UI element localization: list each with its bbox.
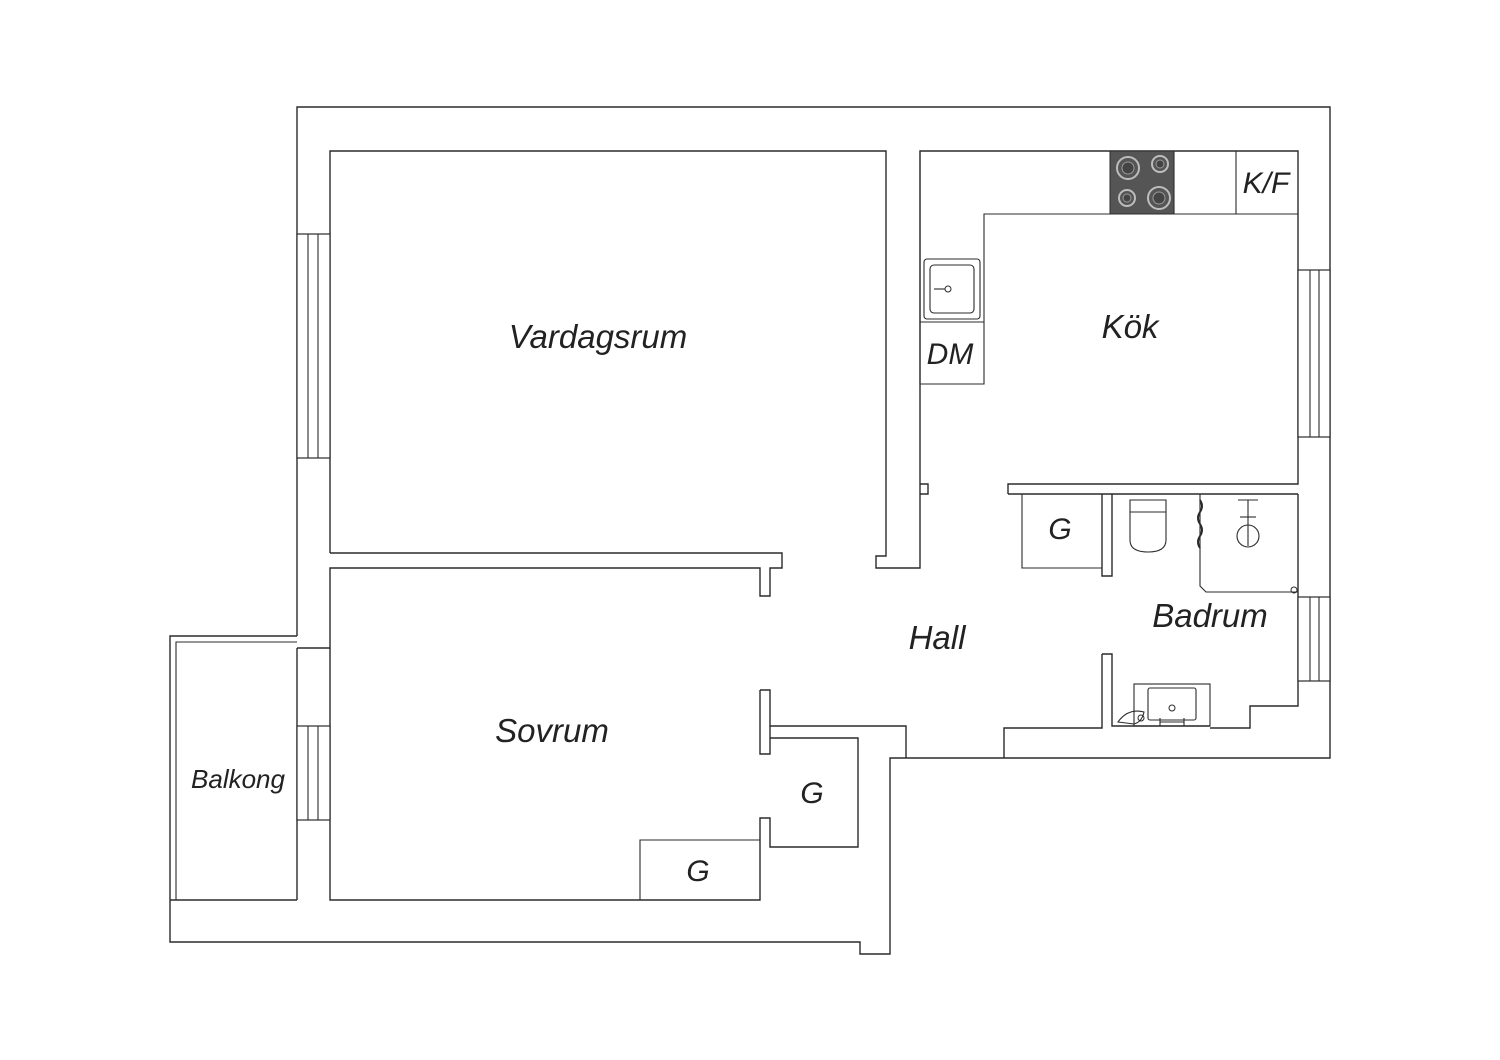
room-label-living-room: Vardagsrum <box>509 318 688 355</box>
windows <box>296 233 1331 821</box>
closet-hall <box>1021 494 1102 569</box>
bathroom-sink-icon <box>1117 683 1211 727</box>
window-living-room <box>296 233 331 459</box>
interior-walls <box>169 483 1298 901</box>
window-bedroom <box>296 725 331 821</box>
sink-icon <box>923 258 981 320</box>
stove-icon <box>1109 150 1175 215</box>
room-label-bedroom: Sovrum <box>495 712 609 749</box>
closet-bedroom-bottom-outline <box>639 839 760 900</box>
shower-icon <box>1197 494 1298 594</box>
label-closet-hall: G <box>1048 513 1071 546</box>
window-kitchen <box>1297 269 1331 438</box>
room-label-hall: Hall <box>909 619 968 656</box>
room-label-kitchen: Kök <box>1102 308 1160 345</box>
outer-walls <box>169 106 1331 955</box>
label-closet-bedroom-side: G <box>800 777 823 810</box>
window-bathroom <box>1297 596 1331 682</box>
room-label-balcony: Balkong <box>191 764 285 794</box>
room-label-bathroom: Badrum <box>1152 597 1268 634</box>
label-fridge-freezer: K/F <box>1243 167 1291 200</box>
toilet-icon <box>1129 499 1167 553</box>
label-dishwasher: DM <box>927 338 974 371</box>
label-closet-bedroom-bottom: G <box>686 855 709 888</box>
kitchen-counter <box>919 151 1298 385</box>
